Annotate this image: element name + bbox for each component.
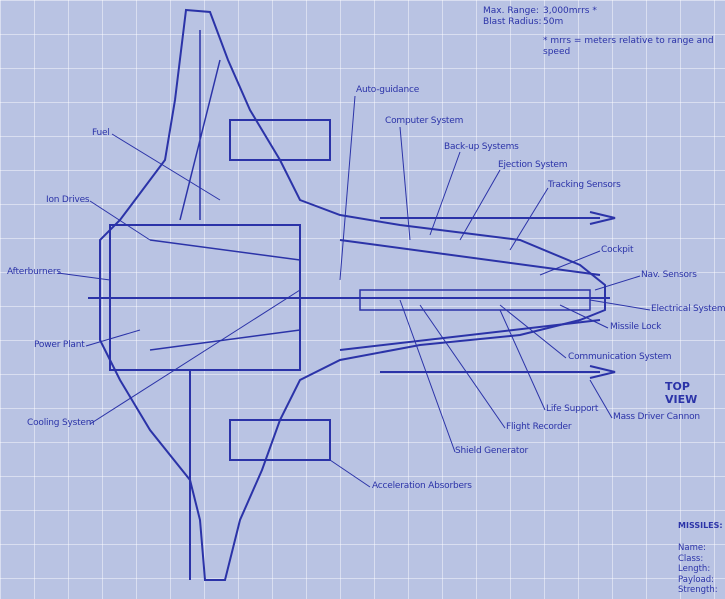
label-missile-lock: Missile Lock xyxy=(610,322,662,332)
ship-drawing xyxy=(88,8,616,581)
leader-lines xyxy=(57,95,651,488)
label-auto-guidance: Auto-guidance xyxy=(356,85,420,95)
max-range-row: Max. Range:3,000mrrs * xyxy=(483,6,597,16)
label-tracking-sensors: Tracking Sensors xyxy=(548,180,621,190)
label-power-plant: Power Plant xyxy=(34,340,85,350)
missiles-title: MISSILES: xyxy=(678,521,723,530)
label-nav-sensors: Nav. Sensors xyxy=(641,270,697,280)
label-cockpit: Cockpit xyxy=(601,245,634,255)
label-cooling-system: Cooling System xyxy=(27,418,95,428)
label-afterburners: Afterburners xyxy=(7,267,61,277)
view-title: TOP VIEW xyxy=(665,380,698,406)
footnote: * mrrs = meters relative to range and sp… xyxy=(543,36,714,57)
label-ion-drives: Ion Drives xyxy=(46,195,90,205)
label-fuel: Fuel xyxy=(92,128,110,138)
label-shield-generator: Shield Generator xyxy=(455,446,529,456)
label-acceleration-absorbers: Acceleration Absorbers xyxy=(372,481,472,491)
label-mass-driver-cannon: Mass Driver Cannon xyxy=(613,412,700,422)
label-ejection-system: Ejection System xyxy=(498,160,568,170)
label-electrical-system: Electrical System xyxy=(651,304,725,314)
label-life-support: Life Support xyxy=(546,404,599,414)
label-backup-systems: Back-up Systems xyxy=(444,142,519,152)
label-communication-system: Communication System xyxy=(568,352,672,362)
blast-radius-row: Blast Radius:50m xyxy=(483,17,564,27)
label-computer-system: Computer System xyxy=(385,116,464,126)
label-flight-recorder: Flight Recorder xyxy=(506,422,572,432)
missiles-fields: Name: Class: Length: Payload: Strength: xyxy=(678,543,718,595)
